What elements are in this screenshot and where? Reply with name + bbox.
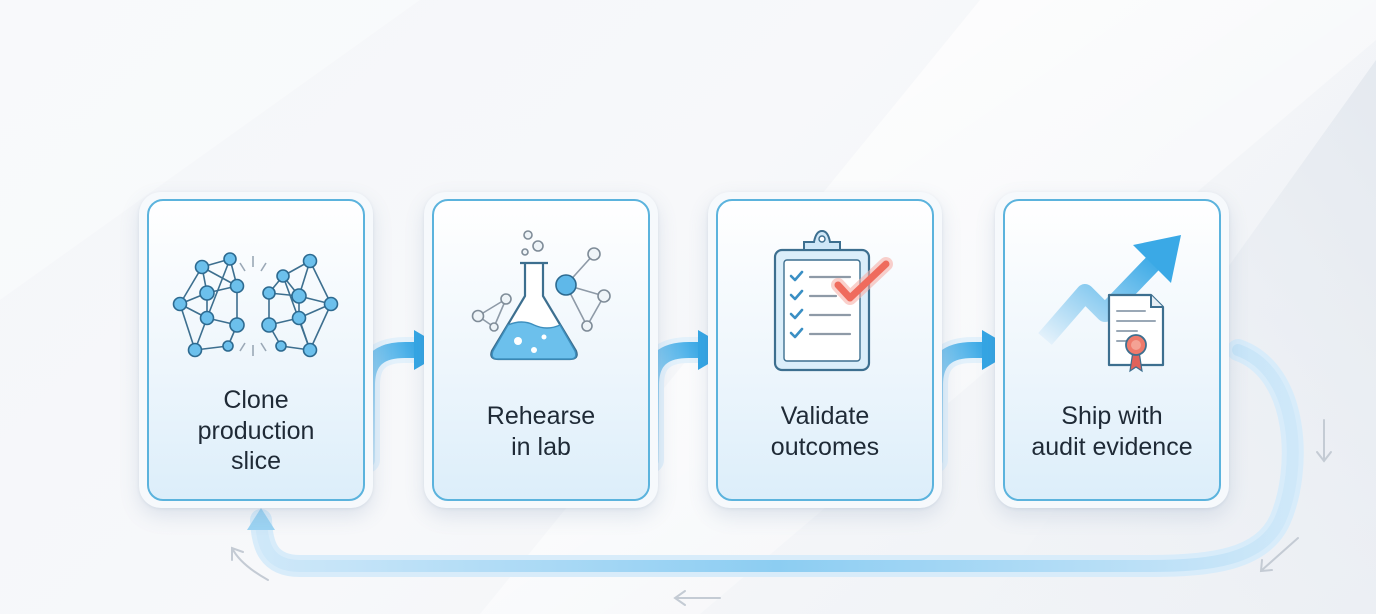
step-label-clone: Clone production slice	[197, 386, 315, 475]
step-card-ship: Ship with audit evidence	[995, 192, 1229, 508]
step-card-validate-frame: Validate outcomes	[716, 199, 934, 501]
step-label-rehearse: Rehearse in lab	[486, 402, 596, 461]
step-card-ship-frame: Ship with audit evidence	[1003, 199, 1221, 501]
flask-molecule-icon	[471, 230, 611, 361]
step-label-validate: Validate outcomes	[770, 402, 880, 461]
step-card-validate: Validate outcomes	[708, 192, 942, 508]
step-label-ship: Ship with audit evidence	[1031, 402, 1193, 461]
step-card-clone-frame: Clone production slice	[147, 199, 365, 501]
step-card-rehearse-frame: Rehearse in lab	[432, 199, 650, 501]
network-clone-icon	[172, 252, 339, 358]
faint-direction-arrows	[231, 419, 1332, 606]
return-loop-arrow	[247, 339, 1304, 577]
clipboard-checklist-icon	[773, 229, 893, 372]
step-card-clone: Clone production slice	[139, 192, 373, 508]
growth-certificate-icon	[1038, 235, 1181, 373]
step-card-rehearse: Rehearse in lab	[424, 192, 658, 508]
